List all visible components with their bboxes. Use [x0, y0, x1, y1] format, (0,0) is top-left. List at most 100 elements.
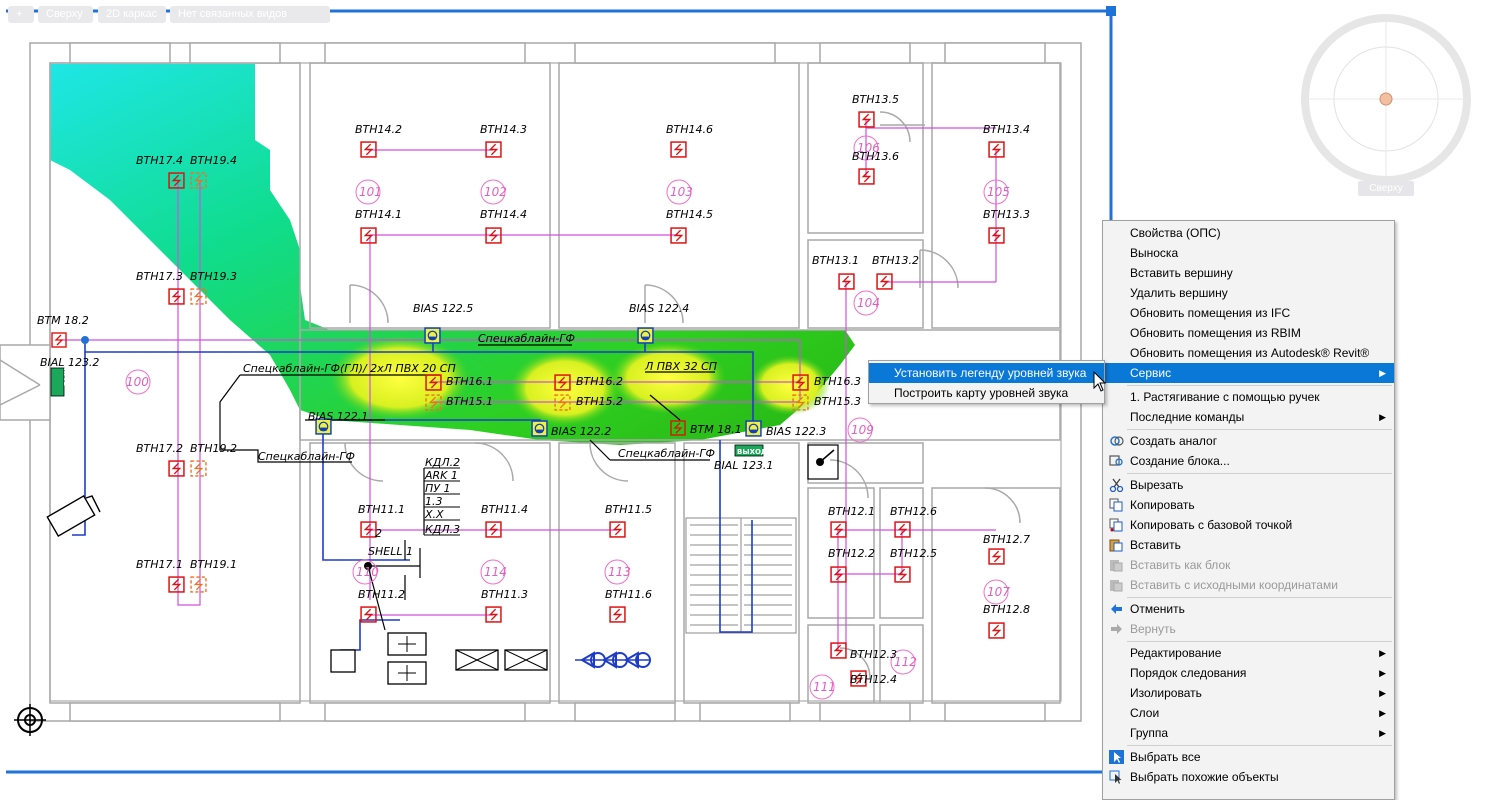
menu-update-rooms-ifc[interactable]: Обновить помещения из IFC	[1103, 303, 1394, 323]
menu-layers[interactable]: Слои▶	[1103, 703, 1394, 723]
menu-undo[interactable]: Отменить	[1103, 599, 1394, 619]
device-label: ВТН13.1	[812, 254, 859, 267]
room-number: 103	[670, 185, 693, 199]
submenu-arrow-icon: ▶	[1379, 728, 1386, 738]
cable-label: Л ПВХ 32 СП	[644, 360, 717, 373]
room-number: 107	[987, 585, 1010, 599]
cable-label: Спецкаблайн-ГФ(ГЛ)/ 2хЛ ПВХ 20 СП	[243, 362, 456, 375]
view-control-button[interactable]: Сверху	[38, 6, 93, 23]
viewcube[interactable]	[1301, 14, 1471, 184]
menu-leader[interactable]: Выноска	[1103, 243, 1394, 263]
menu-copy-base-point[interactable]: Копировать с базовой точкой	[1103, 515, 1394, 535]
menu-properties[interactable]: Свойства (ОПС)	[1103, 223, 1394, 243]
menu-isolate[interactable]: Изолировать▶	[1103, 683, 1394, 703]
menu-recent-commands[interactable]: Последние команды▶	[1103, 407, 1394, 427]
menu-select-all[interactable]: Выбрать все	[1103, 747, 1394, 767]
device-label: ВТН11.1	[358, 503, 405, 516]
menu-item-label: Слои	[1130, 706, 1160, 720]
device-label: ВТН12.7	[983, 533, 1030, 546]
device-label: ВТН12.1	[828, 505, 875, 518]
misc-label: SHELL 1	[368, 545, 413, 558]
device-label: ВТН11.4	[481, 503, 528, 516]
menu-item-label: Создать аналог	[1130, 434, 1218, 448]
room-number: 113	[608, 565, 631, 579]
menu-service[interactable]: Сервис▶	[1103, 363, 1394, 383]
device-label: ВТН14.5	[666, 208, 713, 221]
room-number: 112	[894, 655, 917, 669]
menu-item-label: Построить карту уровней звука	[894, 386, 1069, 400]
menu-delete-vertex[interactable]: Удалить вершину	[1103, 283, 1394, 303]
menu-cut[interactable]: Вырезать	[1103, 475, 1394, 495]
viewport-plus-label: +	[16, 8, 23, 20]
menu-item-label: Редактирование	[1130, 646, 1222, 660]
device-label: ВТН15.2	[576, 395, 623, 408]
device-label: ВТН11.5	[605, 503, 652, 516]
menu-item-label: Выбрать похожие объекты	[1130, 770, 1279, 784]
menu-group[interactable]: Группа▶	[1103, 723, 1394, 743]
linked-views-label: Нет связанных видов	[178, 8, 288, 20]
linked-views-button[interactable]: Нет связанных видов	[170, 6, 330, 23]
menu-update-rooms-rbim[interactable]: Обновить помещения из RBIM	[1103, 323, 1394, 343]
paste-original-coords-icon	[1110, 580, 1123, 592]
visual-style-label: 2D каркас	[106, 8, 158, 20]
menu-set-sound-legend[interactable]: Установить легенду уровней звука	[869, 363, 1104, 383]
menu-draw-order[interactable]: Порядок следования▶	[1103, 663, 1394, 683]
room-number: 102	[484, 185, 507, 199]
menu-grip-stretch[interactable]: 1. Растягивание с помощью ручек	[1103, 387, 1394, 407]
menu-editing[interactable]: Редактирование▶	[1103, 643, 1394, 663]
device-label: ВТН17.2	[136, 442, 183, 455]
create-similar-icon	[1110, 436, 1124, 446]
panel-label: 1.3	[425, 495, 443, 508]
cable-label: Спецкаблайн-ГФ	[618, 447, 715, 460]
menu-select-similar[interactable]: Выбрать похожие объекты	[1103, 767, 1394, 787]
menu-paste-as-block[interactable]: Вставить как блок	[1103, 555, 1394, 575]
menu-redo[interactable]: Вернуть	[1103, 619, 1394, 639]
device-label: ВТН19.3	[190, 270, 237, 283]
device-label: ВТН15.1	[446, 395, 493, 408]
menu-paste[interactable]: Вставить	[1103, 535, 1394, 555]
menu-item-label: Установить легенду уровней звука	[894, 366, 1087, 380]
menu-item-label: Вставить	[1130, 538, 1181, 552]
device-label: ВТН12.4	[850, 673, 897, 686]
menu-build-sound-map[interactable]: Построить карту уровней звука	[869, 383, 1104, 403]
menu-item-label: Обновить помещения из IFC	[1130, 306, 1291, 320]
menu-create-block[interactable]: Создание блока...	[1103, 451, 1394, 471]
menu-paste-original-coords[interactable]: Вставить с исходными координатами	[1103, 575, 1394, 595]
device-label: ВТН12.3	[850, 648, 897, 661]
device-label: ВТН16.2	[576, 375, 623, 388]
viewport-menu-button[interactable]: +	[8, 6, 34, 23]
device-label: ВТН13.6	[852, 150, 899, 163]
visual-style-button[interactable]: 2D каркас	[98, 6, 166, 23]
device-label: BIAS 122.1	[308, 410, 368, 423]
undo-icon	[1111, 604, 1122, 614]
room-number: 105	[987, 185, 1010, 199]
viewcube-top-button[interactable]: Сверху	[1358, 181, 1414, 196]
panel-label: КДЛ.2	[425, 456, 460, 469]
mouse-cursor-icon	[1093, 371, 1107, 392]
menu-update-rooms-revit[interactable]: Обновить помещения из Autodesk® Revit®	[1103, 343, 1394, 363]
device-label: ВТН19.1	[190, 558, 237, 571]
svg-text:ВЫХОД: ВЫХОД	[737, 448, 767, 456]
device-label: ВТН11.2	[358, 588, 405, 601]
submenu-arrow-icon: ▶	[1379, 668, 1386, 678]
menu-copy[interactable]: Копировать	[1103, 495, 1394, 515]
menu-create-similar[interactable]: Создать аналог	[1103, 431, 1394, 451]
device-label: ВТН17.4	[136, 154, 183, 167]
menu-item-label: Обновить помещения из Autodesk® Revit®	[1130, 346, 1370, 360]
device-label: ВТН12.8	[983, 603, 1030, 616]
device-label: ВТМ 18.2	[37, 314, 89, 327]
device-label: ВТМ 18.1	[690, 423, 742, 436]
paste-as-block-icon	[1110, 560, 1123, 572]
menu-item-label: Отменить	[1130, 602, 1185, 616]
menu-item-label: Обновить помещения из RBIM	[1130, 326, 1301, 340]
device-label: BIAS 122.3	[766, 425, 826, 438]
menu-item-label: Вернуть	[1130, 622, 1176, 636]
room-number: 104	[857, 296, 880, 310]
panel-label: ARK 1	[424, 469, 458, 482]
room-number: 106	[857, 141, 880, 155]
menu-item-label: Изолировать	[1130, 686, 1202, 700]
device-label: ВТН13.2	[872, 254, 919, 267]
menu-insert-vertex[interactable]: Вставить вершину	[1103, 263, 1394, 283]
panel-label: КДЛ.3	[425, 523, 460, 536]
